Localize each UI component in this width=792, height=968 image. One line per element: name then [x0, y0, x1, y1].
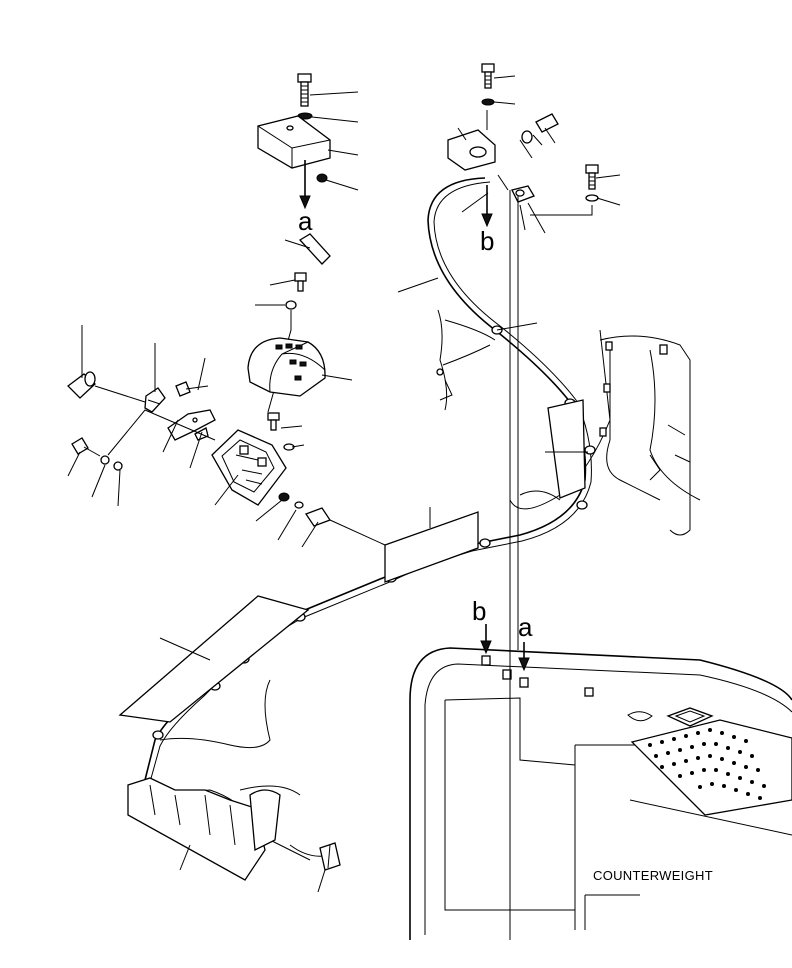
top-bracket-assembly [257, 73, 331, 265]
arrow-a-top: a [298, 160, 313, 236]
arrow-b-top: b [480, 185, 494, 256]
arrow-b-top-letter: b [480, 226, 494, 256]
arrow-a-bottom-letter: a [518, 612, 533, 642]
switch-assembly [67, 371, 216, 471]
antenna-holder-assembly [211, 272, 386, 546]
stud-a [519, 677, 529, 688]
background-harness [509, 329, 701, 536]
arrow-a-bottom: a [518, 612, 533, 672]
arrow-a-top-letter: a [298, 206, 313, 236]
perforated-plate [648, 728, 766, 800]
counterweight: COUNTERWEIGHT [409, 647, 792, 940]
leader-lines [67, 75, 621, 893]
cover-plate-left [118, 595, 310, 723]
arrow-b-bottom: b [472, 596, 492, 655]
main-cable [144, 177, 596, 783]
cover-plate-right [547, 399, 586, 499]
background-harness-mid [436, 309, 496, 411]
counterweight-label: COUNTERWEIGHT [593, 868, 713, 883]
top-clamp-assembly [447, 63, 599, 216]
cover-plate-mid [384, 511, 479, 583]
stud-b [481, 655, 491, 666]
arrow-b-bottom-letter: b [472, 596, 486, 626]
lower-harness [127, 679, 341, 881]
